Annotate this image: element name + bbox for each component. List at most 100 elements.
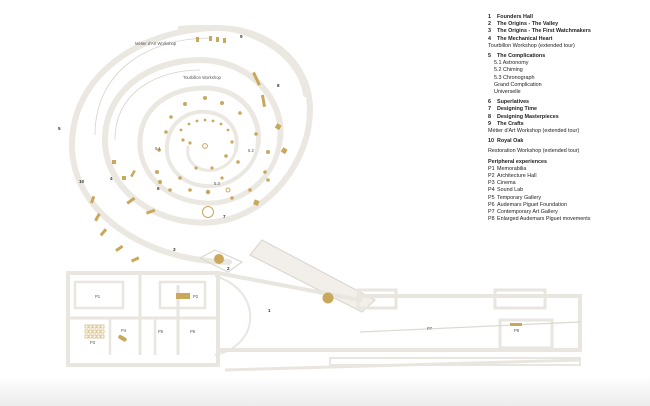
lower-building bbox=[66, 271, 220, 367]
legend-sub-2: 5.2 Chiming bbox=[494, 67, 523, 74]
legend-rest-label: Designing Time bbox=[497, 106, 538, 113]
legend-peripheral-label: Cinema bbox=[497, 180, 516, 187]
legend-peripheral-label: Sound Lab bbox=[497, 187, 524, 194]
legend-sub-1: 5.1 Astronomy bbox=[494, 60, 529, 67]
legend-main-num: 1 bbox=[488, 14, 491, 20]
legend-extra-2: Universelle bbox=[494, 89, 521, 96]
label-n8: 8 bbox=[277, 83, 280, 88]
spiral-guide-line-2 bbox=[94, 37, 211, 136]
exhibits bbox=[90, 36, 522, 326]
legend-main-label: The Origins - The Valley bbox=[497, 21, 559, 28]
label-p7: P7 bbox=[427, 326, 433, 331]
legend-peripheral-num: P3 bbox=[488, 180, 495, 187]
legend-main-num: 2 bbox=[488, 21, 491, 28]
legend-main-label: The Origins - The First Watchmakers bbox=[497, 28, 591, 35]
label-n2: 2 bbox=[227, 266, 230, 271]
spiral-wall-4 bbox=[164, 109, 260, 189]
legend-main-label: Founders Hall bbox=[497, 14, 533, 20]
label-n6: 6 bbox=[157, 186, 160, 191]
legend-rest-item: 7 Designing Time bbox=[488, 106, 646, 113]
lower-walkway bbox=[224, 358, 581, 372]
legend-peripheral-num: P2 bbox=[488, 173, 495, 180]
legend-metiers-note: Métier d'Art Workshop (extended tour) bbox=[488, 128, 580, 135]
legend-royal-oak-label: Royal Oak bbox=[497, 138, 524, 145]
label-p6: P6 bbox=[190, 329, 196, 334]
spiral-guide-line bbox=[114, 69, 201, 141]
spiral-wall-2 bbox=[101, 56, 313, 226]
exhibit-p2-case bbox=[176, 293, 190, 299]
spiral-outer-wall bbox=[68, 24, 313, 265]
bottom-fade bbox=[0, 376, 650, 406]
legend-main-label: The Mechanical Heart bbox=[497, 35, 553, 42]
legend-sub-3: 5.3 Chronograph bbox=[494, 74, 535, 81]
label-tourbillon-workshop: Tourbillon Workshop bbox=[183, 75, 222, 80]
legend-rest-num: 7 bbox=[488, 106, 491, 113]
legend-peripheral-label: Enlarged Audemars Piguet movements bbox=[497, 216, 591, 223]
legend-peripheral-num: P5 bbox=[488, 194, 495, 201]
spiral-walls bbox=[68, 24, 313, 265]
sound-lab-exhibit bbox=[118, 335, 127, 342]
legend-main-item: 1 Founders Hall bbox=[488, 14, 646, 21]
founders-hall-arc bbox=[214, 275, 252, 356]
legend-rest-label: Superlatives bbox=[497, 99, 530, 106]
legend-complications-label: The Complications bbox=[497, 53, 546, 60]
legend-peripheral-label: Architecture Hall bbox=[497, 173, 537, 180]
legend-main-num: 3 bbox=[488, 28, 491, 35]
legend-rest-label: The Crafts bbox=[497, 120, 524, 127]
label-p4: P4 bbox=[121, 328, 127, 333]
label-n52: 5.2 bbox=[248, 148, 254, 153]
label-metier-workshop: Métier d'Art Workshop bbox=[135, 41, 177, 46]
label-n9: 9 bbox=[240, 34, 243, 39]
legend-rest-num: 6 bbox=[488, 99, 491, 106]
exhibit-rings bbox=[202, 143, 231, 218]
legend-peripheral-num: P1 bbox=[488, 165, 495, 172]
legend-main-item: 3 The Origins - The First Watchmakers bbox=[488, 28, 646, 35]
label-n10: 10 bbox=[79, 179, 85, 184]
legend-peripheral-label: Audemars Piguet Foundation bbox=[497, 201, 567, 208]
legend-rest-num: 9 bbox=[488, 120, 491, 127]
label-p2: P2 bbox=[193, 294, 199, 299]
legend-peripheral-num: P8 bbox=[488, 216, 495, 223]
legend-main-num: 4 bbox=[488, 35, 491, 42]
spiral-wall-3 bbox=[137, 85, 283, 206]
legend-rest-item: 9 The Crafts bbox=[488, 121, 646, 128]
legend-complications: 5 The Complications bbox=[488, 53, 646, 60]
label-n51: 5.1 bbox=[155, 146, 161, 151]
legend-extra-1: Grand Complication bbox=[494, 81, 542, 88]
legend-peripheral-num: P4 bbox=[488, 187, 495, 194]
legend-peripheral-label: Memorabilia bbox=[497, 165, 527, 172]
long-hall bbox=[214, 270, 582, 366]
legend-peripheral-title: Peripheral experiences bbox=[488, 158, 548, 165]
legend-main-item: 2 The Origins - The Valley bbox=[488, 21, 646, 28]
label-n5: 5 bbox=[58, 126, 61, 131]
label-p3: P3 bbox=[90, 340, 96, 345]
spiral-outer-arc bbox=[178, 24, 307, 97]
legend-complications-num: 5 bbox=[488, 53, 491, 60]
label-n53: 5.3 bbox=[214, 181, 220, 186]
exhibit-origins-stone bbox=[214, 254, 224, 264]
legend-peripheral-label: Temporary Gallery bbox=[497, 194, 542, 201]
cinema-seats bbox=[84, 324, 105, 339]
exhibit-p8-case bbox=[510, 323, 522, 326]
spiral-inner-wall bbox=[186, 145, 238, 172]
entrance-ramp bbox=[359, 321, 581, 333]
label-n3: 3 bbox=[173, 247, 176, 252]
label-p1: P1 bbox=[95, 294, 101, 299]
legend-peripheral-num: P7 bbox=[488, 209, 495, 216]
legend-peripheral-label: Contemporary Art Gallery bbox=[497, 209, 558, 216]
label-p5: P5 bbox=[158, 329, 164, 334]
